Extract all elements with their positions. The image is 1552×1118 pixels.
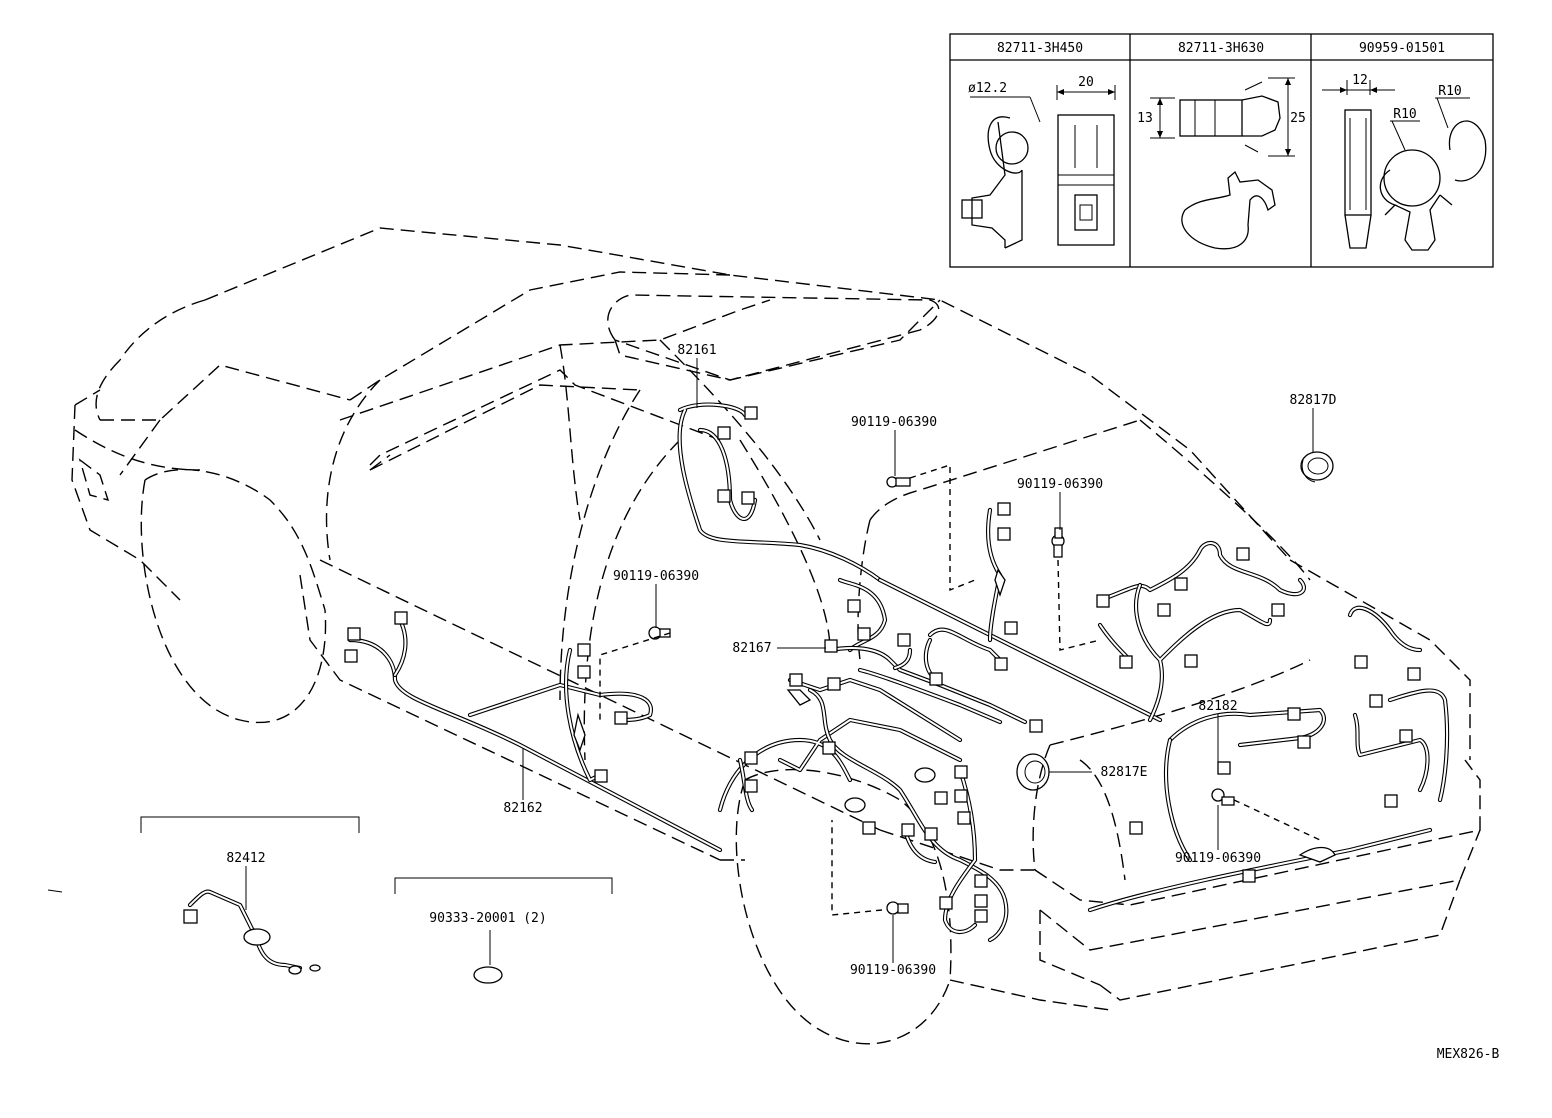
callout-labels: 82161 90119-06390 90119-06390 90119-0639… — [226, 343, 1499, 1062]
part-label-82161: 82161 — [677, 343, 716, 358]
part-label-bolt-1: 90119-06390 — [851, 415, 937, 430]
part-label-82182: 82182 — [1198, 699, 1237, 714]
table-header-clip-c: 90959-01501 — [1359, 41, 1445, 56]
part-label-82817e: 82817E — [1101, 765, 1148, 780]
part-label-bolt-3: 90119-06390 — [613, 569, 699, 584]
clip-c-radius-dim-2: R10 — [1393, 107, 1416, 122]
part-plug-group — [394, 877, 613, 984]
harness-rear-82167 — [787, 577, 1163, 743]
part-label-bolt-2: 90119-06390 — [1017, 477, 1103, 492]
plug-icon — [473, 966, 503, 984]
harness-floor-82162 — [344, 611, 723, 853]
clips-table-frame — [949, 33, 1494, 268]
diagram-code: MEX826-B — [1437, 1047, 1500, 1062]
part-label-82817d: 82817D — [1290, 393, 1337, 408]
table-header-clip-b: 82711-3H630 — [1178, 41, 1264, 56]
bolt-icon — [886, 901, 909, 915]
clip-b-height-dim: 13 — [1137, 111, 1153, 126]
part-label-82167: 82167 — [732, 641, 771, 656]
clip-c-width-dim: 12 — [1352, 73, 1368, 88]
part-label-82162: 82162 — [503, 801, 542, 816]
part-label-bolt-4: 90119-06390 — [1175, 851, 1261, 866]
table-header-clip-a: 82711-3H450 — [997, 41, 1083, 56]
clip-b-drawing: 13 25 — [1137, 77, 1306, 250]
harness-trunk-floor — [1096, 541, 1423, 723]
bolt-icon — [886, 476, 911, 488]
harness-rear-wheel-area — [717, 687, 1009, 943]
part-82412-group — [47, 816, 360, 975]
bolt-icon — [1211, 788, 1235, 806]
car-body-outline — [71, 227, 1481, 1045]
part-label-plug: 90333-20001 (2) — [429, 911, 546, 926]
bolt-icon — [648, 626, 671, 640]
clip-a-diameter-dim: ø12.2 — [968, 81, 1007, 96]
clip-c-radius-dim-1: R10 — [1438, 84, 1461, 99]
clip-b-length-dim: 25 — [1290, 111, 1306, 126]
part-label-bolt-5: 90119-06390 — [850, 963, 936, 978]
grommet-82817d — [1300, 451, 1334, 483]
part-label-82412: 82412 — [226, 851, 265, 866]
grommet-82817e — [1016, 753, 1050, 791]
clips-table: 82711-3H450 82711-3H630 90959-01501 ø12.… — [949, 33, 1494, 268]
clip-c-drawing: 12 R10 R10 — [1322, 73, 1487, 251]
clip-a-width-dim: 20 — [1078, 75, 1094, 90]
harness-tail-82182 — [1087, 688, 1450, 913]
clip-a-drawing: ø12.2 20 — [961, 75, 1116, 249]
harness-roof-82161 — [677, 402, 883, 583]
callout-leaders — [245, 358, 1314, 965]
harness-trunk-lid — [985, 502, 1018, 643]
bolt-icon — [1051, 527, 1065, 558]
